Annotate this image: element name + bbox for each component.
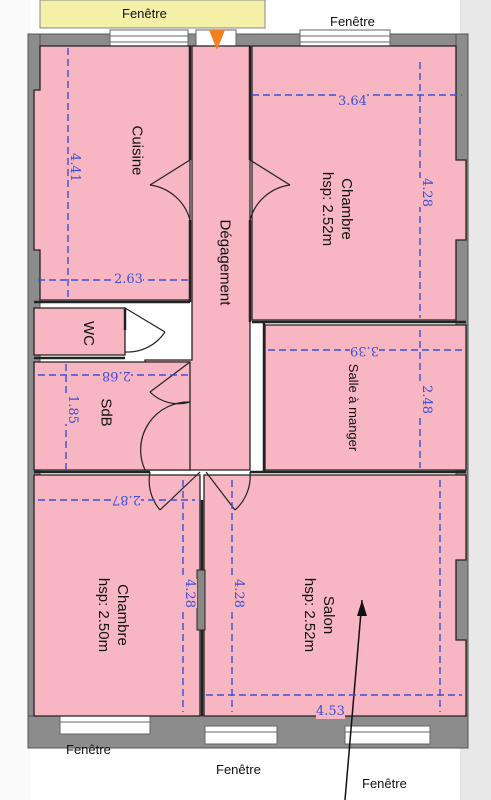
window-label-bottom-right: Fenêtre xyxy=(362,776,407,791)
dim-salon-width: 4.53 xyxy=(316,704,345,719)
dim-cuisine-height: 4.41 xyxy=(66,153,82,182)
room-salon xyxy=(203,474,467,717)
chambre-sud-hsp: hsp: 2.50m xyxy=(95,577,113,653)
window-label-bottom-left: Fenêtre xyxy=(66,742,111,757)
dim-sdb-height: 1.85 xyxy=(64,395,80,424)
room-label-wc: WC xyxy=(80,321,97,346)
room-chambre-sud xyxy=(33,474,201,717)
closet xyxy=(196,569,206,631)
dim-salle-a-manger-height: 2.48 xyxy=(418,385,434,414)
window-bottom-left xyxy=(59,715,151,735)
salon-name: Salon xyxy=(320,595,338,635)
room-label-cuisine: Cuisine xyxy=(128,125,146,176)
room-wc xyxy=(33,307,126,356)
dim-salon-height: 4.28 xyxy=(230,579,246,608)
door-swings xyxy=(124,159,291,511)
window-label-top-right: Fenêtre xyxy=(330,14,375,29)
entrance-arrow-icon xyxy=(209,30,225,50)
chambre-nord-name: Chambre xyxy=(338,178,356,240)
room-sdb xyxy=(33,361,191,471)
room-label-degagement: Dégagement xyxy=(216,219,234,306)
dim-chambre-sud-width: 2.87 xyxy=(112,492,141,507)
room-cuisine xyxy=(33,45,191,301)
window-top-left xyxy=(109,29,189,49)
room-label-salon: Salon hsp: 2.52m xyxy=(300,578,338,652)
dim-chambre-nord-width: 3.64 xyxy=(338,94,367,109)
dim-sdb-width: 2.68 xyxy=(102,368,131,383)
north-arrow-icon xyxy=(344,599,363,800)
street-left xyxy=(0,0,30,800)
window-label-bottom-center: Fenêtre xyxy=(216,762,261,777)
chambre-sud-name: Chambre xyxy=(114,584,132,646)
dim-cuisine-width: 2.63 xyxy=(114,272,143,287)
salon-hsp: hsp: 2.52m xyxy=(301,577,319,653)
neighbor-area xyxy=(39,0,266,29)
window-top-right xyxy=(299,29,391,49)
window-bottom-right xyxy=(344,725,431,745)
room-label-chambre-nord: Chambre hsp: 2.52m xyxy=(318,172,356,246)
room-label-salle-a-manger: Salle à manger xyxy=(346,363,362,452)
dim-salle-a-manger-width: 3.39 xyxy=(350,343,379,358)
room-chambre-nord xyxy=(251,45,467,321)
chambre-nord-hsp: hsp: 2.52m xyxy=(319,171,337,247)
room-label-sdb: SdB xyxy=(97,398,115,427)
dim-chambre-nord-height: 4.28 xyxy=(418,178,434,207)
window-bottom-center xyxy=(204,725,278,745)
room-label-chambre-sud: Chambre hsp: 2.50m xyxy=(94,578,132,652)
north-arrow-head xyxy=(357,600,367,616)
dim-chambre-sud-height: 4.28 xyxy=(181,579,197,608)
window-label-top-left: Fenêtre xyxy=(122,6,167,21)
